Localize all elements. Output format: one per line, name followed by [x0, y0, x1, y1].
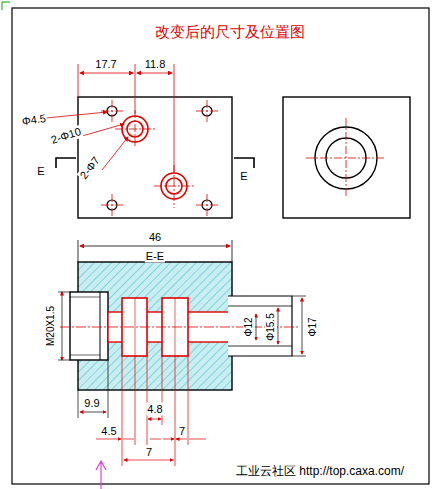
dimension: Φ17	[307, 316, 319, 337]
hole-callout: 2-Φ7	[77, 153, 104, 182]
dimension: Φ12	[243, 316, 255, 337]
side-view	[283, 97, 410, 218]
dimension: 7	[145, 446, 153, 459]
section-letter: E	[239, 170, 248, 183]
watermark: 工业云社区 http://top.caxa.com/	[235, 464, 405, 478]
section-name: E-E	[145, 250, 165, 263]
dimension: 17.7	[94, 58, 117, 71]
dimension: 4.5	[100, 425, 117, 438]
section-letter: E	[36, 165, 45, 178]
section-view	[58, 240, 306, 489]
thread-callout: M20X1.5	[45, 305, 57, 347]
hole-callout: Φ4.5	[20, 112, 48, 129]
dimension: 4.8	[146, 403, 163, 416]
drawing-title: 改变后的尺寸及位置图	[155, 25, 305, 40]
dimension: 11.8	[144, 58, 167, 71]
dimension: 9.9	[83, 397, 100, 410]
dimension: 46	[148, 231, 162, 244]
top-view	[46, 64, 254, 218]
dimension: 7	[178, 425, 186, 438]
sheet-frame	[12, 8, 429, 484]
dimension: Φ15.5	[265, 312, 277, 341]
